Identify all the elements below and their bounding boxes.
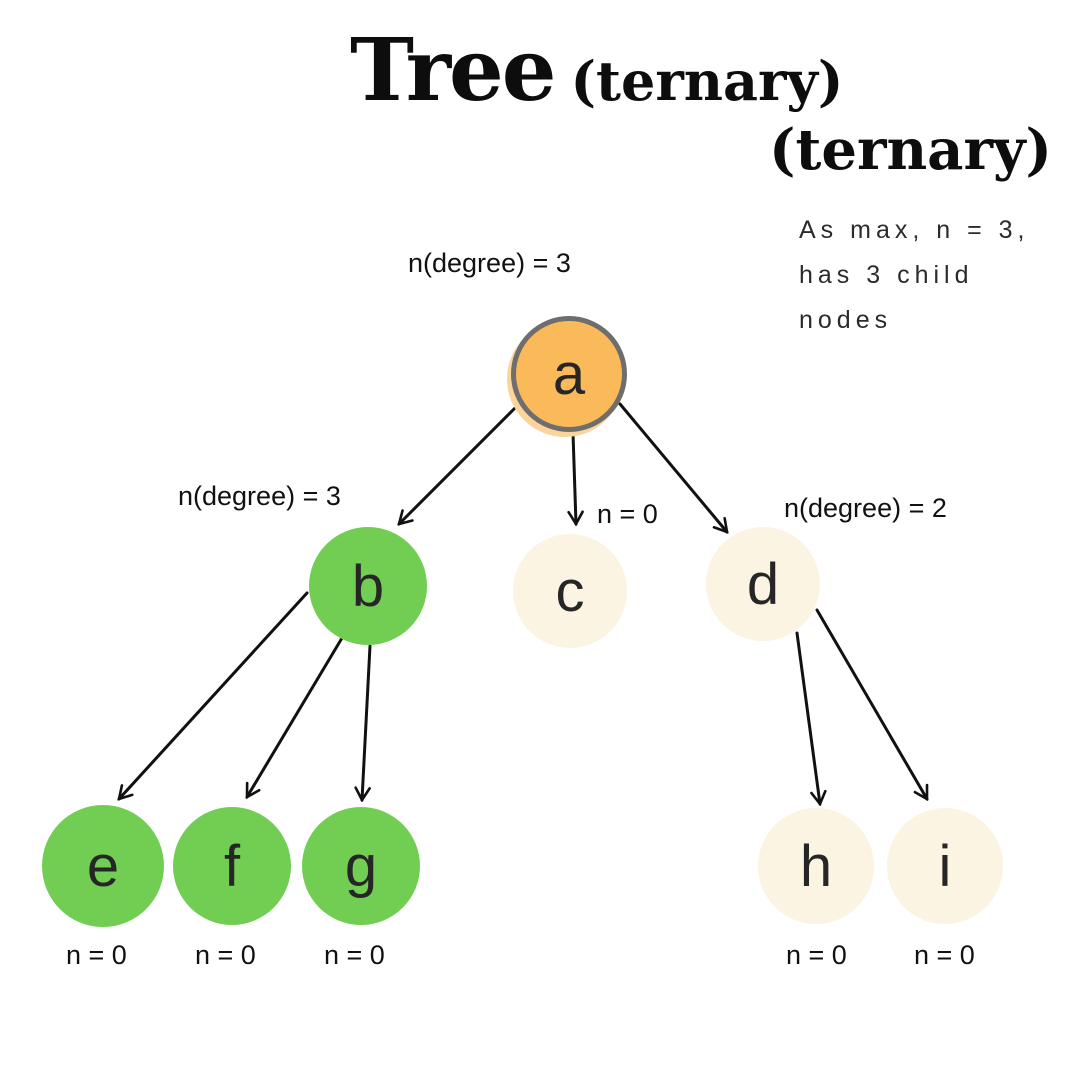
page-title: Tree (ternary)	[350, 28, 843, 114]
node-label-c: c	[555, 558, 585, 624]
tree-node-c: c	[513, 534, 627, 648]
side-annotation-line: As max, n = 3,	[799, 216, 1030, 244]
edge-d-i	[815, 608, 929, 799]
node-label-i: i	[938, 833, 952, 899]
degree-label-f: n = 0	[195, 940, 256, 970]
tree-node-g: g	[302, 807, 420, 925]
degree-label-a: n(degree) = 3	[408, 248, 571, 278]
node-label-f: f	[223, 833, 241, 899]
edge-b-f	[245, 636, 344, 797]
edge-a-c	[573, 431, 576, 524]
tree-node-b: b	[309, 527, 427, 645]
degree-label-g: n = 0	[324, 940, 385, 970]
side-annotation: As max, n = 3, has 3 child nodes	[799, 208, 1030, 343]
degree-label-b: n(degree) = 3	[178, 481, 341, 511]
node-label-e: e	[86, 833, 120, 899]
node-label-b: b	[351, 553, 385, 619]
tree-node-d: d	[706, 527, 820, 641]
degree-label-i: n = 0	[914, 940, 975, 970]
title-secondary-qualifier: (ternary)	[768, 117, 1052, 183]
title-qualifier: (ternary)	[570, 49, 844, 113]
title-main: Tree	[350, 20, 556, 121]
degree-label-h: n = 0	[786, 940, 847, 970]
degree-label-c: n = 0	[597, 499, 658, 529]
tree-node-i: i	[887, 808, 1003, 924]
degree-label-e: n = 0	[66, 940, 127, 970]
side-annotation-line: nodes	[799, 306, 893, 334]
edge-b-g	[362, 644, 372, 800]
tree-node-f: f	[173, 807, 291, 925]
node-label-a: a	[552, 341, 586, 407]
edge-d-h	[795, 631, 820, 804]
tree-node-e: e	[42, 805, 164, 927]
edge-b-e	[119, 591, 309, 799]
degree-label-d: n(degree) = 2	[784, 493, 947, 523]
node-label-g: g	[344, 833, 378, 899]
tree-node-a: a	[511, 316, 627, 432]
node-label-h: h	[799, 833, 833, 899]
tree-node-h: h	[758, 808, 874, 924]
edge-a-b	[399, 400, 523, 524]
side-annotation-line: has 3 child	[799, 261, 974, 289]
node-label-d: d	[746, 551, 780, 617]
